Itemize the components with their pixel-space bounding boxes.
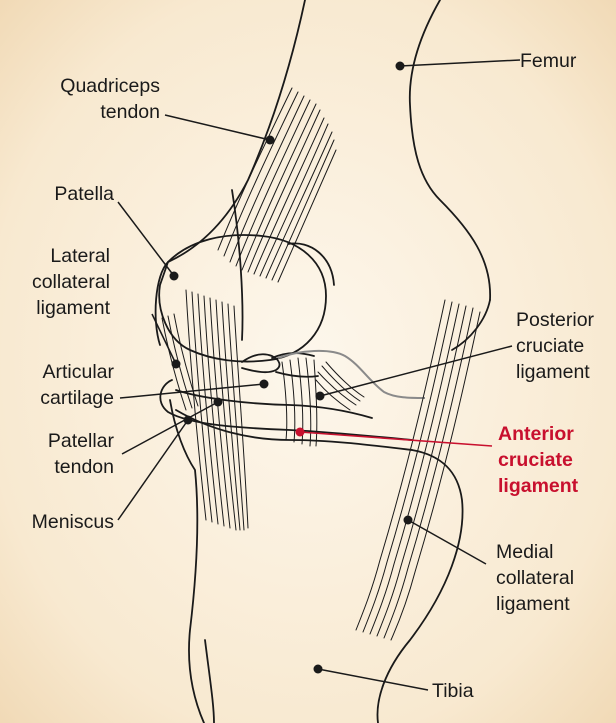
anterior-cruciate-dot xyxy=(296,428,305,437)
label-posterior-line1: Posterior xyxy=(516,309,595,331)
label-anterior-line2: cruciate xyxy=(498,449,573,471)
patellar-tendon-dot xyxy=(214,398,223,407)
lateral-collateral-dot xyxy=(172,360,181,369)
posterior-cruciate-dot xyxy=(316,392,325,401)
label-posterior-line2: cruciate xyxy=(516,335,584,357)
label-anterior-line3: ligament xyxy=(498,475,579,497)
label-quadriceps-line1: Quadriceps xyxy=(60,75,160,97)
label-patellar-line2: tendon xyxy=(54,456,114,478)
quadriceps-dot xyxy=(266,136,275,145)
label-articular-line1: Articular xyxy=(42,361,114,383)
label-femur: Femur xyxy=(520,50,577,72)
meniscus-dot xyxy=(184,416,193,425)
tibia-dot xyxy=(314,665,323,674)
patella-dot xyxy=(170,272,179,281)
label-medial-line1: Medial xyxy=(496,541,553,563)
label-medial-line3: ligament xyxy=(496,593,570,615)
label-lateral-line1: Lateral xyxy=(50,245,110,267)
label-meniscus: Meniscus xyxy=(32,511,115,533)
articular-cartilage-dot xyxy=(260,380,269,389)
femur-dot xyxy=(396,62,405,71)
medial-collateral-dot xyxy=(404,516,413,525)
label-posterior-line3: ligament xyxy=(516,361,590,383)
label-anterior-line1: Anterior xyxy=(498,423,574,445)
label-lateral-line3: ligament xyxy=(36,297,110,319)
label-medial-line2: collateral xyxy=(496,567,574,589)
label-quadriceps-line2: tendon xyxy=(100,101,160,123)
label-lateral-line2: collateral xyxy=(32,271,110,293)
label-tibia: Tibia xyxy=(432,680,474,702)
label-articular-line2: cartilage xyxy=(40,387,114,409)
label-patellar-line1: Patellar xyxy=(48,430,115,452)
label-patella: Patella xyxy=(54,183,114,205)
